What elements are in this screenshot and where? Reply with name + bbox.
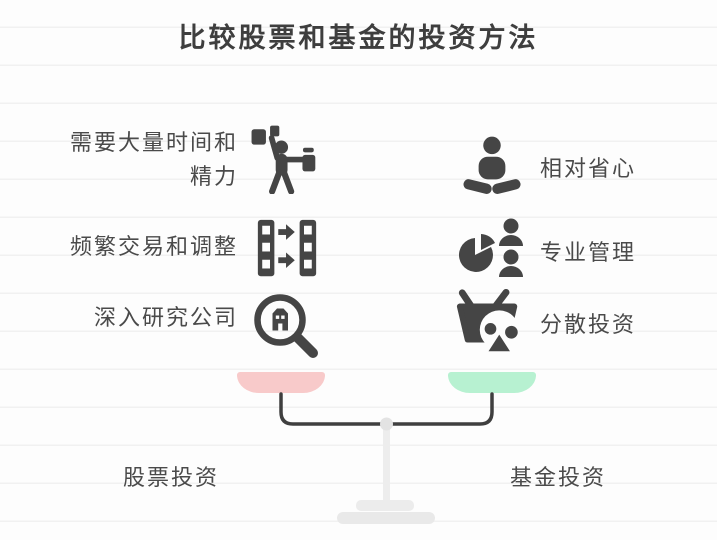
right-item-2-label: 专业管理 (540, 236, 710, 270)
left-item-3-label: 深入研究公司 (30, 301, 238, 335)
scale-post (383, 424, 390, 504)
label-line: 相对省心 (540, 156, 637, 181)
label-line: 需要大量时间和 (69, 130, 238, 155)
scale-pivot (380, 417, 393, 431)
meditating-person-icon (457, 132, 527, 202)
right-item-1-label: 相对省心 (540, 152, 710, 186)
research-magnifier-icon (249, 289, 323, 363)
fund-label: 基金投资 (509, 465, 606, 490)
label-line: 专业管理 (540, 240, 637, 265)
pie-chart-people-icon (454, 216, 528, 288)
left-item-1-label: 需要大量时间和 精力 (30, 126, 238, 194)
label-line: 深入研究公司 (93, 305, 238, 330)
left-item-2-label: 频繁交易和调整 (30, 230, 238, 264)
scale-base-top (356, 500, 414, 511)
scale-base-bottom (337, 512, 435, 524)
right-item-3-label: 分散投资 (540, 308, 710, 342)
page-title: 比较股票和基金的投资方法 (178, 23, 539, 53)
trading-transfer-icon (253, 217, 321, 285)
label-line: 频繁交易和调整 (69, 234, 238, 259)
label-line: 分散投资 (540, 312, 637, 337)
fund-pan (448, 372, 536, 394)
label-line: 精力 (189, 164, 238, 189)
egg-basket-icon (454, 288, 526, 358)
stock-label: 股票投资 (122, 465, 219, 490)
stock-pan (237, 372, 325, 394)
multitasking-person-icon (250, 122, 322, 194)
